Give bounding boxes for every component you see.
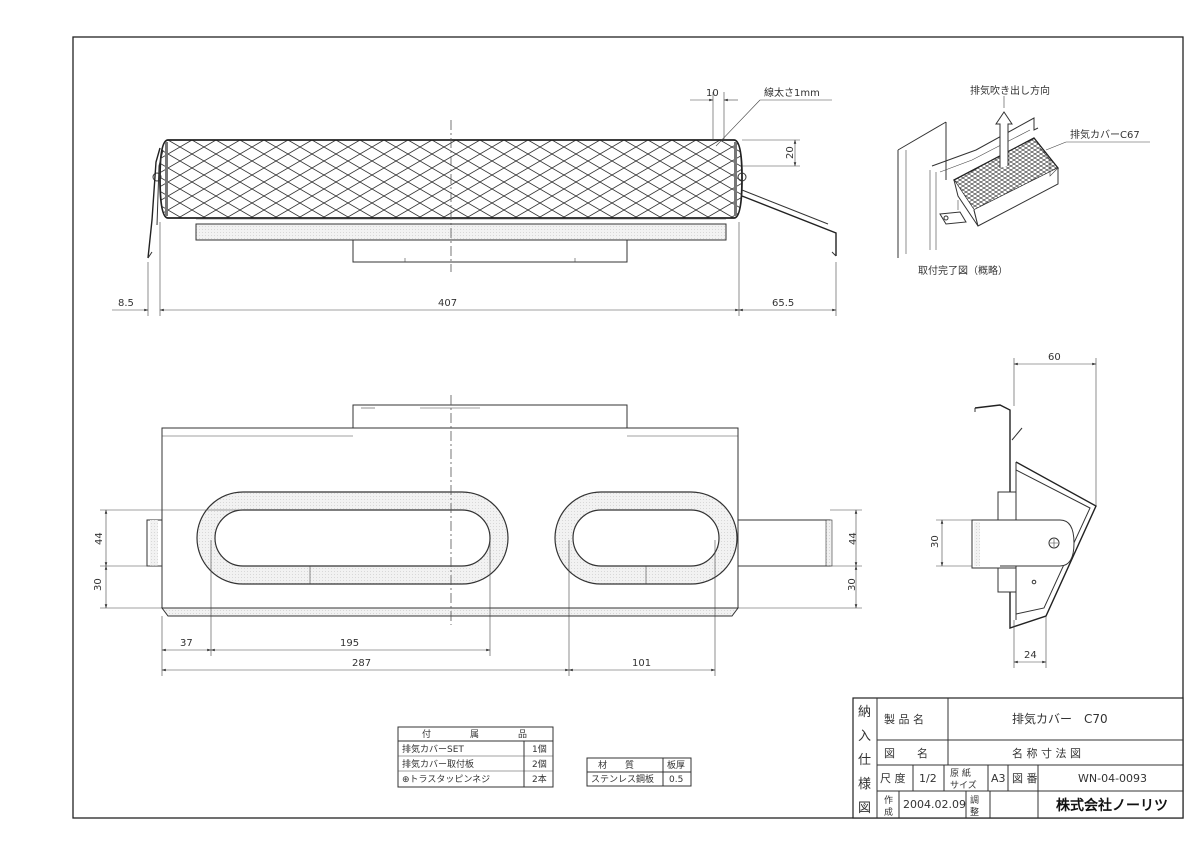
tb-vertical-4: 様 — [858, 777, 871, 792]
created-date: 2004.02.09 — [903, 798, 966, 811]
top-view: 8.5 407 65.5 10 線太さ1mm 20 — [112, 86, 837, 316]
front-view: 44 30 44 30 37 195 287 101 — [93, 395, 862, 676]
drawing-value: 名 称 寸 法 図 — [1012, 746, 1081, 760]
dim-37: 37 — [180, 638, 193, 649]
dim-101: 101 — [632, 658, 651, 669]
dim-30-side: 30 — [930, 535, 941, 548]
tb-vertical-5: 図 — [858, 801, 871, 816]
paper-value: A3 — [991, 772, 1006, 785]
tb-vertical-1: 納 — [858, 705, 871, 720]
check-label-1: 調 — [970, 794, 979, 806]
thickness-value: 0.5 — [669, 775, 683, 785]
check-label-2: 整 — [970, 806, 979, 818]
title-block: 納 入 仕 様 図 製 品 名 排気カバー C70 図 名 名 称 寸 法 図 … — [852, 697, 1184, 819]
created-label-1: 作 — [884, 794, 893, 806]
tb-vertical-3: 仕 — [858, 753, 871, 768]
cover-label: 排気カバーC67 — [1070, 128, 1140, 141]
thickness-header: 板厚 — [667, 759, 685, 771]
paper-label-1: 原 紙 — [950, 767, 971, 779]
dim-20: 20 — [785, 146, 796, 159]
drawing-label: 図 名 — [884, 746, 928, 760]
created-label-2: 成 — [884, 806, 893, 818]
dim-195: 195 — [340, 638, 359, 649]
paper-label-2: サイズ — [950, 779, 977, 791]
dim-30-left: 30 — [93, 578, 104, 591]
dim-24: 24 — [1024, 650, 1037, 661]
accessories-header-2: 属 — [470, 729, 479, 740]
number-label: 図 番 — [1012, 772, 1038, 785]
dim-60: 60 — [1048, 352, 1061, 363]
scale-label: 尺 度 — [880, 771, 906, 785]
iso-caption: 取付完了図（概略） — [918, 264, 1008, 277]
accessory-qty-2: 2個 — [532, 758, 547, 770]
company-name: 株式会社ノーリツ — [1056, 797, 1168, 814]
accessories-header-1: 付 — [422, 729, 431, 740]
accessory-name-3: ⊕トラスタッピンネジ — [402, 774, 490, 785]
product-value: 排気カバー C70 — [1012, 711, 1108, 726]
tb-vertical-2: 入 — [858, 729, 871, 744]
product-label: 製 品 名 — [884, 712, 924, 726]
dim-44-left: 44 — [94, 532, 105, 545]
accessories-table: 付 属 品 排気カバーSET 1個 排気カバー取付板 2個 ⊕トラスタッピンネジ… — [397, 726, 554, 788]
dim-10: 10 — [706, 88, 719, 99]
dim-44-right: 44 — [848, 532, 859, 545]
isometric-view: 排気吹き出し方向 排気カバーC67 取付完了図（概略） — [897, 84, 1150, 277]
dim-30-right: 30 — [847, 578, 858, 591]
accessory-name-1: 排気カバーSET — [402, 743, 464, 755]
dim-287: 287 — [352, 658, 371, 669]
dim-407: 407 — [438, 298, 457, 309]
accessories-header-3: 品 — [518, 729, 527, 740]
dim-8-5: 8.5 — [118, 298, 134, 309]
sheet-border — [72, 36, 1184, 819]
material-value: ステンレス鋼板 — [591, 773, 654, 785]
accessory-qty-1: 1個 — [532, 743, 547, 755]
exhaust-direction-label: 排気吹き出し方向 — [970, 84, 1050, 97]
material-table: 材 質 板厚 ステンレス鋼板 0.5 — [586, 757, 692, 787]
accessory-name-2: 排気カバー取付板 — [402, 758, 474, 770]
line-thickness-note: 線太さ1mm — [764, 86, 820, 99]
accessory-qty-3: 2本 — [532, 773, 547, 785]
side-view: 60 30 24 — [930, 352, 1097, 668]
scale-value: 1/2 — [919, 772, 937, 785]
material-header: 材 質 — [598, 759, 634, 771]
dim-65-5: 65.5 — [772, 298, 794, 309]
drawing-number: WN-04-0093 — [1078, 772, 1147, 785]
